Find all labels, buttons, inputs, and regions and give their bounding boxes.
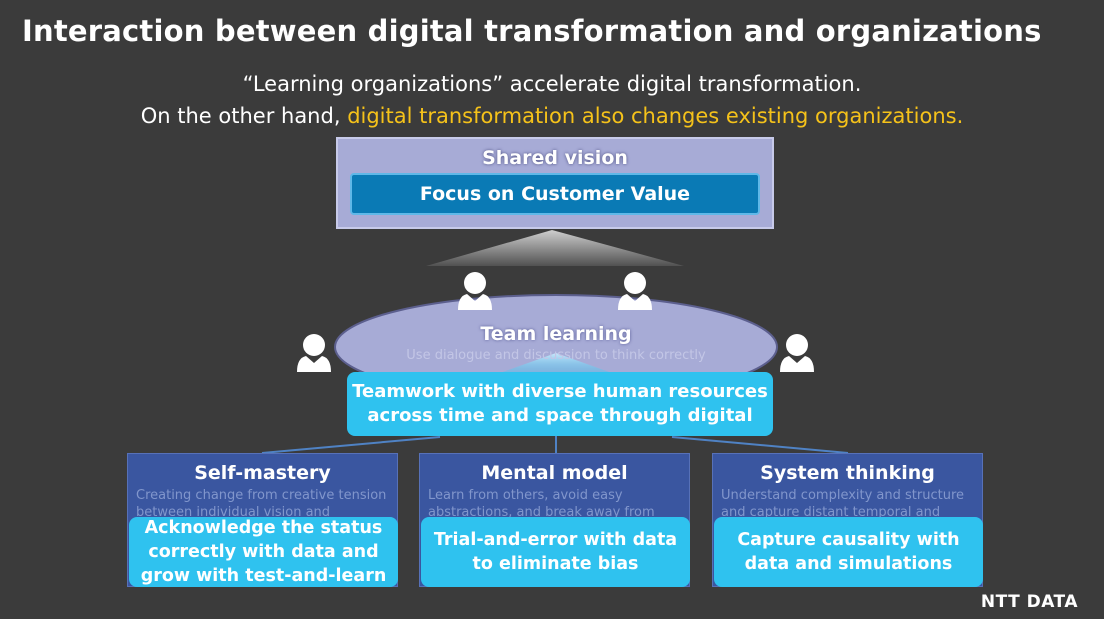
- pillar-self-mastery: Self-mastery Creating change from creati…: [127, 453, 398, 587]
- pillar-system-thinking: System thinking Understand complexity an…: [712, 453, 983, 587]
- pillar-action-box: Capture causality with data and simulati…: [714, 517, 983, 587]
- pillar-title: Self-mastery: [194, 462, 331, 484]
- shared-vision-box: Shared vision Focus on Customer Value: [336, 137, 774, 229]
- pillar-description: Understand complexity and structure and …: [721, 488, 965, 519]
- person-icon: [780, 334, 814, 372]
- pillar-title: System thinking: [760, 462, 935, 484]
- subtitle-line-1: “Learning organizations” accelerate digi…: [242, 72, 862, 96]
- team-learning-description: Use dialogue and discussion to think cor…: [406, 348, 706, 363]
- subtitle-line-2: On the other hand, digital transformatio…: [0, 100, 1104, 132]
- team-learning-title: Team learning: [480, 323, 632, 345]
- pillar-action-box: Acknowledge the status correctly with da…: [129, 517, 398, 587]
- focus-customer-value-box: Focus on Customer Value: [350, 173, 760, 215]
- pillar-title: Mental model: [481, 462, 628, 484]
- connector-lines: [261, 436, 849, 454]
- ntt-data-logo: NTT DATA: [980, 592, 1078, 612]
- person-icon: [618, 272, 652, 310]
- person-icon: [458, 272, 492, 310]
- page-title: Interaction between digital transformati…: [22, 14, 1042, 48]
- teamwork-box: Teamwork with diverse human resources ac…: [347, 372, 773, 436]
- pillar-mental-model: Mental model Learn from others, avoid ea…: [419, 453, 690, 587]
- pillar-description: Learn from others, avoid easy abstractio…: [428, 488, 655, 519]
- roof-triangle: [426, 230, 684, 266]
- shared-vision-title: Shared vision: [482, 147, 628, 169]
- pillar-description: Creating change from creative tension be…: [136, 488, 387, 519]
- person-icon: [297, 334, 331, 372]
- subtitle-line-2-prefix: On the other hand,: [140, 104, 348, 128]
- spike-teamwork: [500, 353, 612, 373]
- subtitle-line-2-highlight: digital transformation also changes exis…: [347, 104, 964, 128]
- pillar-action-box: Trial-and-error with data to eliminate b…: [421, 517, 690, 587]
